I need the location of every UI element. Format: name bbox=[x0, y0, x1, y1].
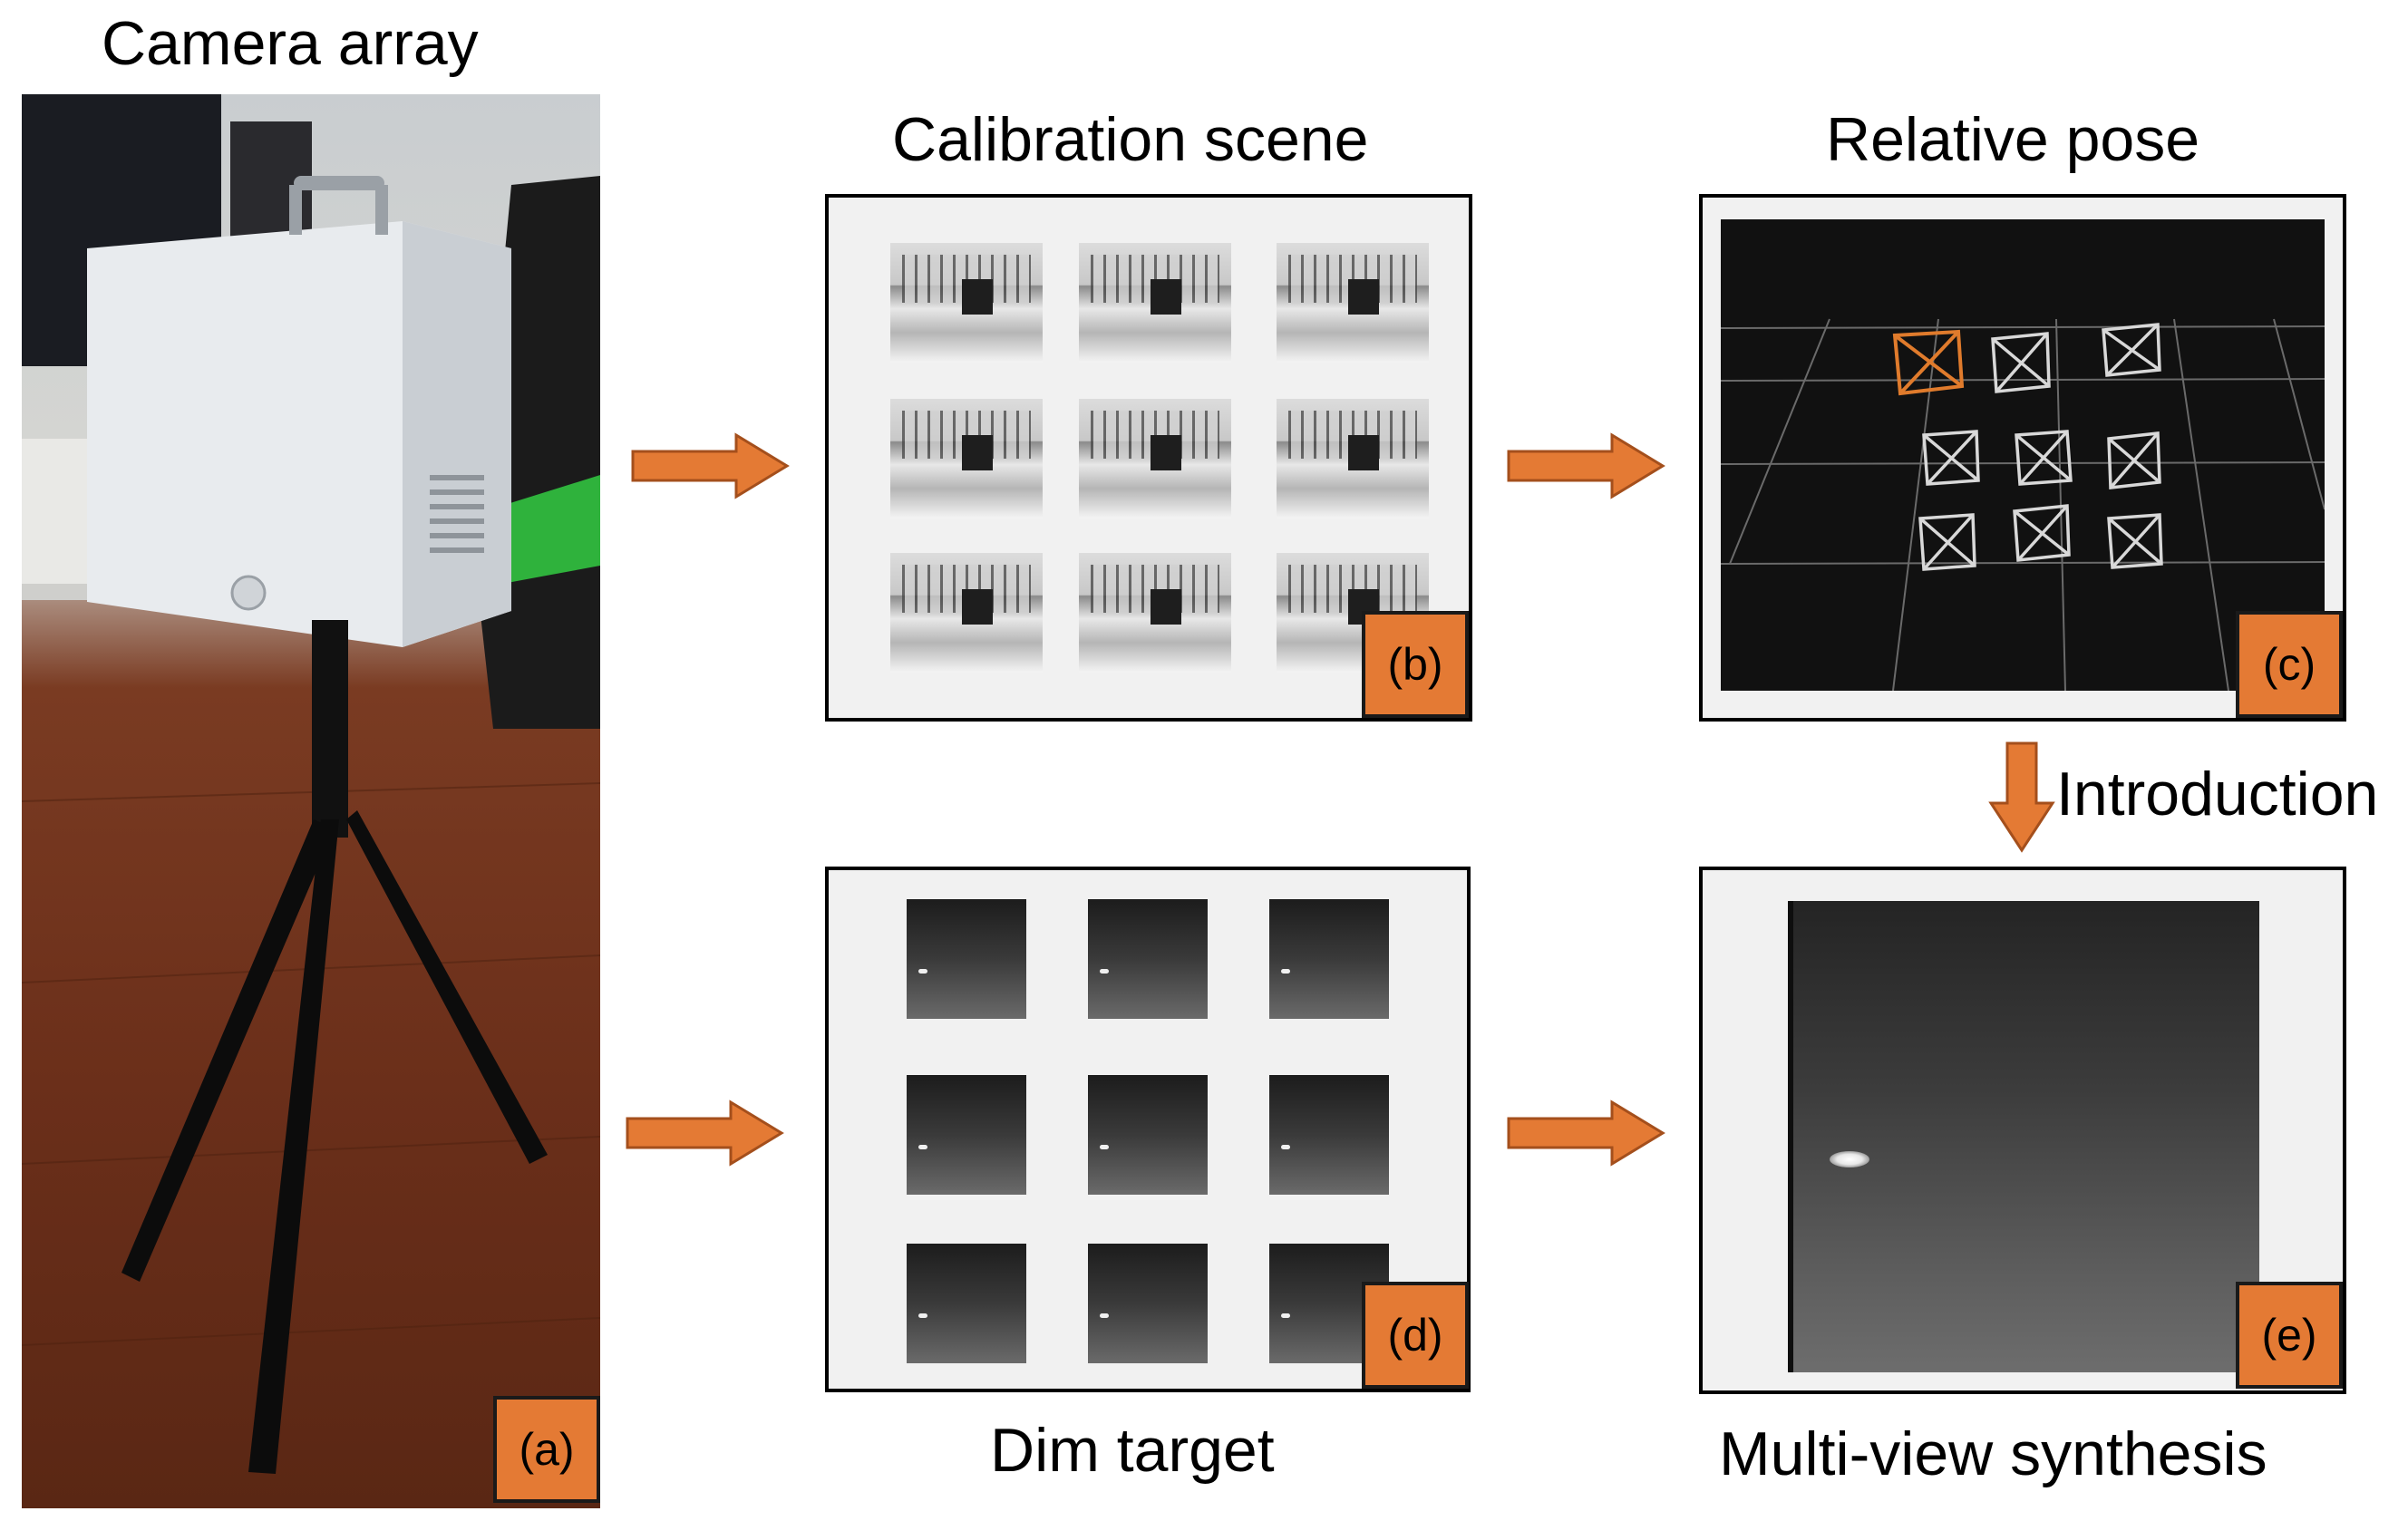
camera-frustum-icon bbox=[2015, 430, 2073, 486]
right-arrow-icon bbox=[1507, 432, 1665, 499]
dim-target-image bbox=[1269, 899, 1389, 1019]
relative-pose-title: Relative pose bbox=[1826, 105, 2200, 174]
calibration-image bbox=[1079, 243, 1231, 363]
calibration-image bbox=[890, 553, 1043, 673]
calibration-scene-panel bbox=[825, 194, 1472, 722]
camera-frustum-icon bbox=[1918, 513, 1976, 571]
right-arrow-icon bbox=[626, 1100, 784, 1167]
camera-array-illustration bbox=[22, 94, 600, 1474]
camera-frustum-icon bbox=[2107, 431, 2161, 489]
tag-d: (d) bbox=[1362, 1282, 1469, 1389]
right-arrow-icon bbox=[1507, 1100, 1665, 1167]
dim-target-title: Dim target bbox=[990, 1416, 1275, 1485]
right-arrow-icon bbox=[631, 432, 790, 499]
camera-frustum-icon bbox=[2013, 504, 2071, 562]
relative-pose-visualization bbox=[1721, 219, 2325, 691]
dim-target-image bbox=[907, 1075, 1026, 1195]
tag-a: (a) bbox=[493, 1396, 600, 1503]
dim-target-image bbox=[1088, 1244, 1208, 1363]
down-arrow-icon bbox=[1988, 741, 2055, 853]
calibration-image bbox=[1079, 553, 1231, 673]
calibration-scene-title: Calibration scene bbox=[892, 105, 1369, 174]
camera-frustum-icon bbox=[1892, 329, 1965, 396]
dim-target-image bbox=[1088, 1075, 1208, 1195]
dim-target-image bbox=[907, 1244, 1026, 1363]
camera-array-title: Camera array bbox=[102, 9, 479, 78]
target-blob bbox=[1830, 1151, 1869, 1167]
relative-pose-panel bbox=[1699, 194, 2346, 722]
calibration-image bbox=[890, 243, 1043, 363]
tag-b: (b) bbox=[1362, 611, 1469, 718]
camera-frustum-icon bbox=[1922, 430, 1980, 486]
multi-view-synthesis-title: Multi-view synthesis bbox=[1719, 1419, 2267, 1488]
dim-target-image bbox=[1088, 899, 1208, 1019]
calibration-image bbox=[1079, 399, 1231, 518]
synthesized-image bbox=[1788, 901, 2259, 1372]
camera-array-photo bbox=[22, 94, 600, 1508]
tag-e: (e) bbox=[2236, 1282, 2343, 1389]
introduction-label: Introduction bbox=[2056, 760, 2379, 828]
calibration-image bbox=[1277, 243, 1429, 363]
camera-frustum-icon bbox=[2102, 323, 2161, 377]
tag-c: (c) bbox=[2236, 611, 2343, 718]
camera-frustum-icon bbox=[2107, 513, 2163, 569]
camera-frustum-icon bbox=[1991, 332, 2051, 393]
calibration-image bbox=[890, 399, 1043, 518]
dim-target-image bbox=[907, 899, 1026, 1019]
calibration-image bbox=[1277, 399, 1429, 518]
dim-target-image bbox=[1269, 1075, 1389, 1195]
